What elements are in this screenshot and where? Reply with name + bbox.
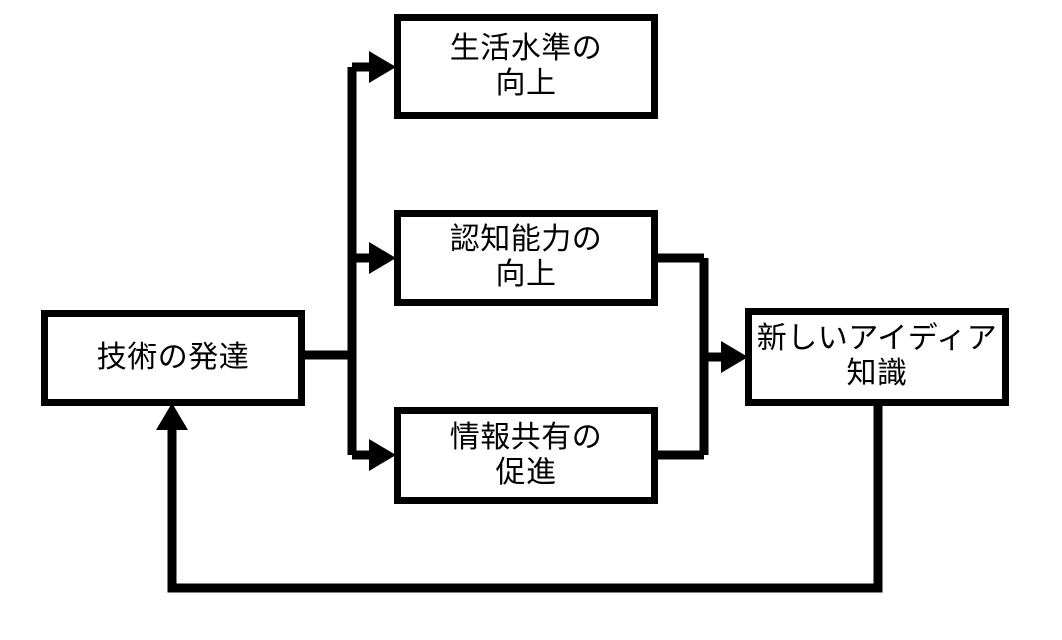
arrowhead-icon bbox=[156, 403, 188, 430]
edge-technology-to-branch-trunk bbox=[305, 67, 357, 455]
edge-technology-to-living-standard bbox=[352, 51, 396, 83]
node-cognitive-ability-improvement[interactable]: 認知能力の 向上 bbox=[394, 210, 658, 306]
node-living-standard-line-1: 生活水準の bbox=[449, 30, 603, 66]
node-info-sharing-line-1: 情報共有の bbox=[449, 419, 603, 455]
arrowhead-icon bbox=[369, 51, 396, 83]
node-technology-development[interactable]: 技術の発達 bbox=[41, 310, 305, 406]
node-new-ideas-line-1: 新しいアイディア bbox=[756, 321, 998, 357]
node-cognitive-line-2: 向上 bbox=[495, 257, 557, 292]
node-living-standard-line-2: 向上 bbox=[495, 65, 557, 101]
node-info-sharing-line-2: 促進 bbox=[495, 454, 557, 490]
edge-technology-to-info-sharing bbox=[352, 439, 396, 471]
node-living-standard-improvement[interactable]: 生活水準の 向上 bbox=[394, 14, 658, 119]
arrowhead-icon bbox=[721, 341, 748, 373]
merge-trunk-new-ideas bbox=[699, 258, 748, 455]
node-technology-line-1: 技術の発達 bbox=[96, 339, 250, 375]
edge-technology-to-cognitive bbox=[352, 242, 396, 274]
node-information-sharing-promotion[interactable]: 情報共有の 促進 bbox=[394, 407, 658, 504]
edge-new-ideas-to-technology-feedback bbox=[156, 403, 883, 593]
node-new-ideas-line-2: 知識 bbox=[846, 356, 908, 391]
node-cognitive-line-1: 認知能力の bbox=[449, 222, 603, 258]
arrowhead-icon bbox=[369, 242, 396, 274]
arrowhead-icon bbox=[369, 439, 396, 471]
node-new-ideas-knowledge[interactable]: 新しいアイディア 知識 bbox=[745, 308, 1009, 406]
